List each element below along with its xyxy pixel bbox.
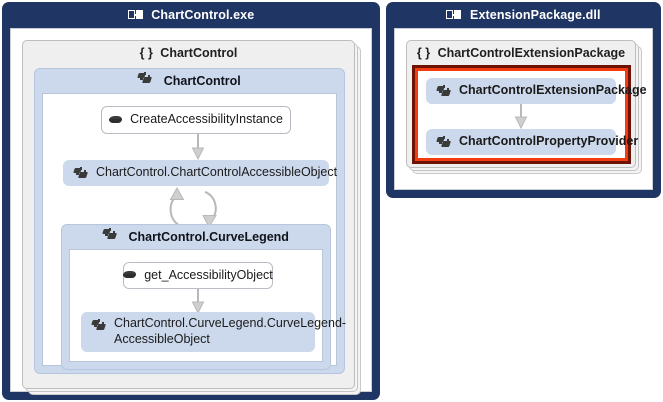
node-label: ChartControl.CurveLegend.CurveLegend-Acc…	[114, 316, 347, 346]
arrow-bidirectional-association	[169, 186, 217, 229]
method-icon	[108, 115, 123, 126]
node-label: CreateAccessibilityInstance	[130, 112, 283, 127]
class-title-label: ChartControl.CurveLegend	[128, 230, 289, 244]
namespace-chartcontrolextensionpackage[interactable]: { } ChartControlExtensionPackage ChartCo…	[406, 40, 647, 168]
node-curvelegend-accessibleobject[interactable]: ChartControl.CurveLegend.CurveLegend-Acc…	[81, 312, 346, 352]
assembly-icon	[446, 10, 462, 20]
arrow-package-to-propertyprovider	[514, 104, 528, 130]
class-icon	[436, 135, 452, 149]
namespace-title-label: ChartControlExtensionPackage	[437, 46, 626, 60]
node-chartcontrol-accessibleobject[interactable]: ChartControl.ChartControlAccessibleObjec…	[63, 160, 337, 186]
highlight-frame-selection: ChartControlExtensionPackage ChartContro…	[412, 65, 647, 164]
node-label: ChartControlExtensionPackage	[459, 83, 647, 98]
node-chartcontrolpropertyprovider[interactable]: ChartControlPropertyProvider	[426, 129, 638, 155]
node-get-accessibilityobject[interactable]: get_AccessibilityObject	[122, 262, 273, 289]
method-icon	[122, 270, 137, 281]
class-icon	[73, 166, 89, 180]
assembly-body: { } ChartControl ChartControl	[10, 28, 372, 392]
class-icon	[436, 84, 452, 98]
assembly-body: { } ChartControlExtensionPackage ChartCo…	[394, 28, 653, 190]
class-title-bar: ChartControl.CurveLegend	[62, 225, 330, 249]
assembly-title-bar: ChartControl.exe	[2, 2, 380, 28]
node-chartcontrolextensionpackage[interactable]: ChartControlExtensionPackage	[426, 78, 647, 104]
class-title-bar: ChartControl	[35, 69, 344, 93]
assembly-chartcontrol-exe[interactable]: ChartControl.exe { } ChartControl ChartC…	[2, 2, 380, 400]
namespace-chartcontrol[interactable]: { } ChartControl ChartControl	[22, 40, 355, 389]
assembly-icon	[127, 10, 143, 20]
class-icon	[91, 319, 107, 332]
assembly-title-label: ExtensionPackage.dll	[470, 8, 601, 22]
node-create-accessibility-instance[interactable]: CreateAccessibilityInstance	[101, 106, 291, 134]
node-label: ChartControl.ChartControlAccessibleObjec…	[96, 165, 338, 180]
class-chartcontrol-curvelegend[interactable]: ChartControl.CurveLegend get_Accessibili…	[61, 224, 346, 370]
node-label: ChartControlPropertyProvider	[459, 134, 639, 149]
assembly-title-bar: ExtensionPackage.dll	[386, 2, 661, 28]
class-body: CreateAccessibilityInstance ChartContr	[42, 93, 346, 370]
namespace-braces-icon: { }	[416, 46, 431, 60]
class-chartcontrol[interactable]: ChartControl CreateAccessibilityInstance	[34, 68, 346, 374]
class-icon	[102, 228, 118, 241]
node-label: get_AccessibilityObject	[144, 267, 273, 282]
assembly-title-label: ChartControl.exe	[151, 8, 255, 22]
namespace-braces-icon: { }	[139, 46, 153, 60]
arrow-getter-to-accessibleobject	[191, 289, 205, 315]
arrow-method-to-accessibleobject	[191, 134, 205, 161]
namespace-title-bar: { } ChartControl	[23, 41, 354, 65]
namespace-title-label: ChartControl	[160, 46, 238, 60]
class-body: get_AccessibilityObject	[69, 249, 346, 362]
namespace-title-bar: { } ChartControlExtensionPackage	[407, 41, 635, 65]
class-icon	[137, 72, 153, 85]
assembly-extensionpackage-dll[interactable]: ExtensionPackage.dll { } ChartControlExt…	[386, 2, 661, 198]
class-title-label: ChartControl	[163, 74, 241, 88]
